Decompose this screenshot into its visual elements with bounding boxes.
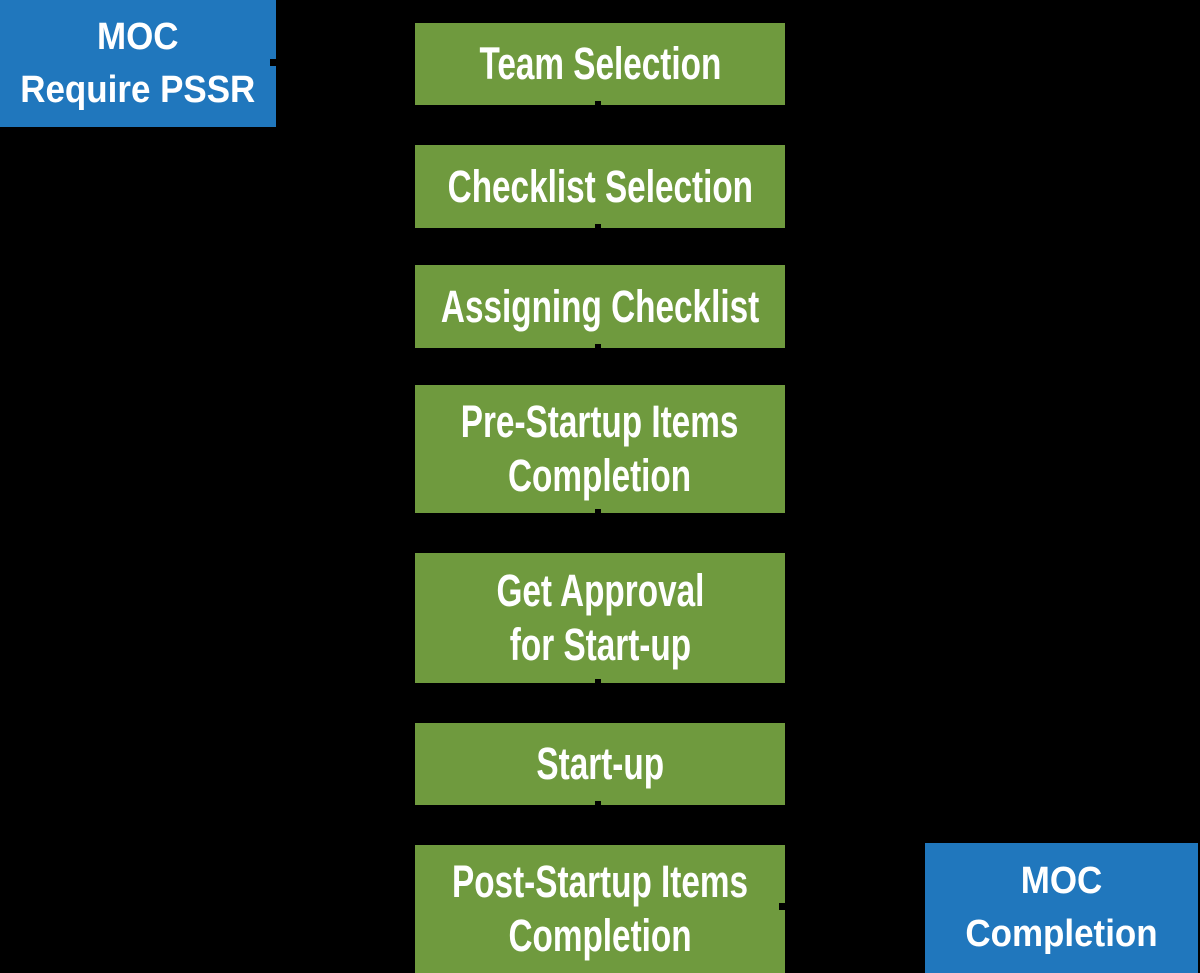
connector-get-approval-to-start-up bbox=[595, 679, 601, 728]
label-line: Completion bbox=[965, 913, 1158, 955]
label-line: Assigning Checklist bbox=[440, 280, 760, 332]
process-step-pre-startup-items-completion: Pre-Startup Items Completion bbox=[415, 385, 785, 513]
connector-pre-startup-items-to-get-approval bbox=[595, 509, 601, 558]
connector-start-up-to-post-startup-items bbox=[595, 801, 601, 850]
label-line: Get Approval bbox=[496, 565, 704, 616]
process-step-label: Checklist Selection bbox=[447, 160, 752, 214]
process-step-get-approval-for-start-up: Get Approval for Start-up bbox=[415, 553, 785, 683]
process-step-start-up: Start-up bbox=[415, 723, 785, 805]
label-line: Start-up bbox=[536, 738, 664, 789]
terminal-moc-completion-label: MOC Completion bbox=[965, 855, 1157, 961]
connector-entry-to-team-selection bbox=[270, 59, 422, 66]
process-step-label: Start-up bbox=[536, 737, 664, 791]
terminal-moc-require-pssr-label: MOC Require PSSR bbox=[20, 11, 255, 117]
connector-checklist-selection-to-assigning-checklist bbox=[595, 224, 601, 271]
process-step-label: Team Selection bbox=[479, 37, 721, 91]
process-step-label: Get Approval for Start-up bbox=[496, 564, 704, 672]
label-line: Checklist Selection bbox=[447, 160, 753, 212]
connector-team-selection-to-checklist-selection bbox=[595, 101, 601, 150]
label-line: MOC bbox=[97, 15, 179, 58]
process-step-checklist-selection: Checklist Selection bbox=[415, 145, 785, 228]
label-line: Post-Startup Items bbox=[451, 856, 749, 907]
process-step-team-selection: Team Selection bbox=[415, 23, 785, 105]
terminal-moc-require-pssr: MOC Require PSSR bbox=[0, 0, 276, 127]
label-line: Completion bbox=[508, 910, 692, 961]
label-line: Team Selection bbox=[479, 38, 721, 89]
label-line: Require PSSR bbox=[20, 68, 256, 111]
label-line: MOC bbox=[1020, 860, 1103, 902]
label-line: Pre-Startup Items bbox=[461, 396, 739, 447]
connector-assigning-checklist-to-pre-startup-items bbox=[595, 344, 601, 391]
terminal-moc-completion: MOC Completion bbox=[925, 843, 1198, 973]
process-step-label: Assigning Checklist bbox=[441, 280, 759, 334]
label-line: for Start-up bbox=[509, 619, 691, 670]
connector-post-startup-items-to-moc-completion bbox=[779, 903, 931, 910]
process-step-label: Post-Startup Items Completion bbox=[452, 855, 748, 963]
process-step-post-startup-items-completion: Post-Startup Items Completion bbox=[415, 845, 785, 973]
process-step-assigning-checklist: Assigning Checklist bbox=[415, 265, 785, 348]
label-line: Completion bbox=[508, 450, 692, 501]
process-step-label: Pre-Startup Items Completion bbox=[461, 395, 739, 503]
